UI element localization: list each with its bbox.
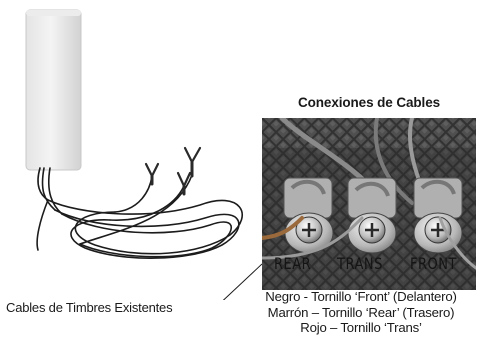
terminal-label-front: FRONT bbox=[410, 255, 457, 274]
terminal-block-photo: REAR TRANS FRONT bbox=[262, 118, 476, 290]
terminal-label-rear: REAR bbox=[274, 255, 312, 274]
transformer-box bbox=[25, 9, 82, 171]
terminal-block-graphic bbox=[262, 118, 476, 290]
terminal-rear bbox=[283, 177, 334, 254]
terminal-trans bbox=[347, 177, 397, 254]
existing-wires-label: Cables de Timbres Existentes bbox=[6, 300, 173, 315]
leader-line bbox=[222, 263, 262, 300]
legend-line-black: Negro - Tornillo ‘Front’ (Delantero) bbox=[265, 289, 457, 304]
terminal-label-trans: TRANS bbox=[337, 255, 383, 274]
spade-connectors bbox=[144, 146, 202, 196]
terminal-front bbox=[413, 177, 463, 254]
connections-title: Conexiones de Cables bbox=[297, 95, 441, 110]
existing-doorbell-wires bbox=[36, 167, 243, 259]
doorbell-transformer-illustration bbox=[25, 9, 262, 300]
legend-line-red: Rojo – Tornillo ‘Trans’ bbox=[300, 320, 422, 336]
legend-line-brown: Marrón – Tornillo ‘Rear’ (Trasero) bbox=[267, 304, 455, 320]
wire-color-legend: Negro - Tornillo ‘Front’ (Delantero) Mar… bbox=[236, 289, 486, 336]
